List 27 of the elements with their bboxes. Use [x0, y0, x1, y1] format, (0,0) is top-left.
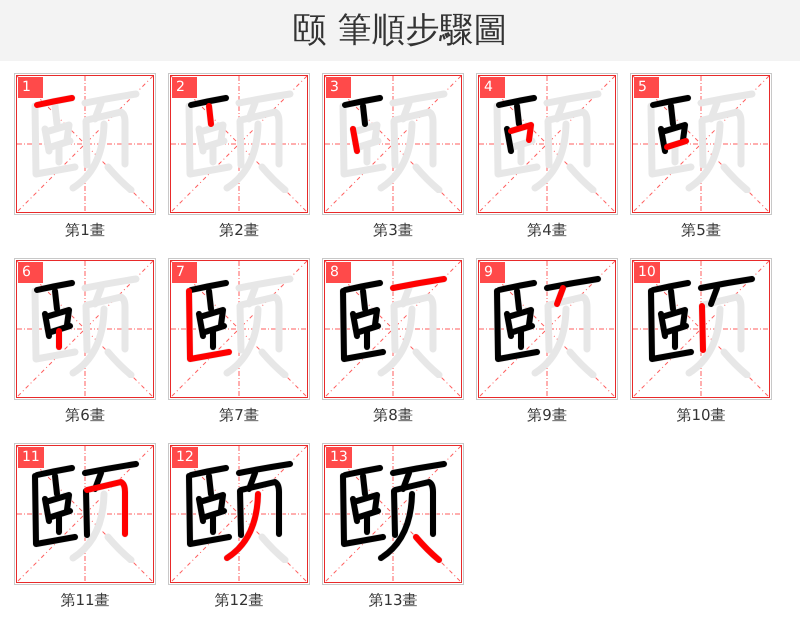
step-number-badge: 13 [326, 447, 352, 468]
step-caption: 第2畫 [218, 221, 260, 239]
step-number-badge: 3 [326, 77, 351, 98]
step-caption: 第6畫 [64, 406, 106, 424]
step-caption: 第8畫 [372, 406, 414, 424]
step-caption: 第7畫 [218, 406, 260, 424]
step-caption: 第1畫 [64, 221, 106, 239]
step-number-badge: 5 [634, 77, 659, 98]
step-caption: 第13畫 [367, 591, 419, 609]
title: 颐 筆順步驟圖 [292, 9, 508, 52]
step-caption: 第12畫 [213, 591, 265, 609]
step-number-badge: 4 [480, 77, 505, 98]
step-number-badge: 2 [172, 77, 197, 98]
step-caption: 第10畫 [675, 406, 727, 424]
step-caption: 第9畫 [526, 406, 568, 424]
step-caption: 第4畫 [526, 221, 568, 239]
step-caption: 第11畫 [59, 591, 111, 609]
step-number-badge: 11 [18, 447, 44, 468]
step-number-badge: 10 [634, 262, 660, 283]
step-number-badge: 9 [480, 262, 505, 283]
step-caption: 第3畫 [372, 221, 414, 239]
step-caption: 第5畫 [680, 221, 722, 239]
step-number-badge: 8 [326, 262, 351, 283]
step-number-badge: 7 [172, 262, 197, 283]
step-number-badge: 12 [172, 447, 198, 468]
step-number-badge: 1 [18, 77, 43, 98]
step-number-badge: 6 [18, 262, 43, 283]
